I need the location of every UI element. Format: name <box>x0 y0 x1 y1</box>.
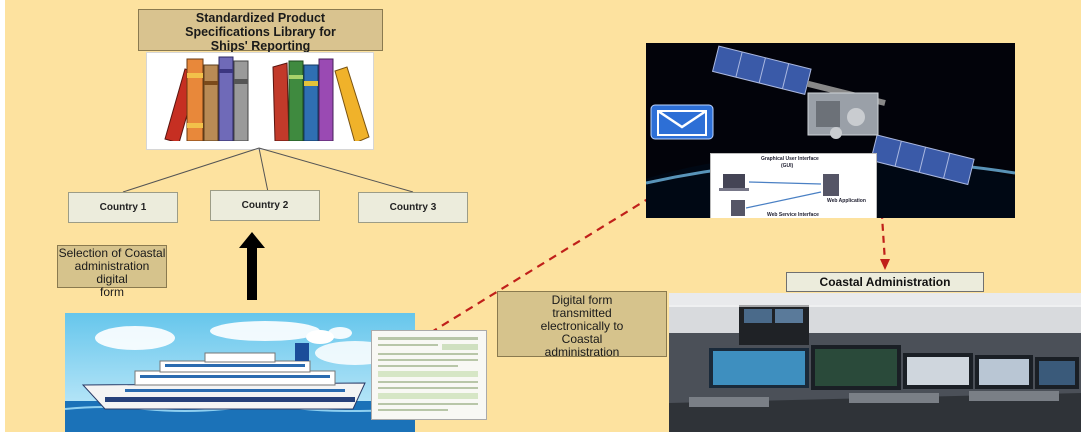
diagram-canvas: Standardized Product Specifications Libr… <box>5 0 1081 432</box>
coastal-administration-label: Coastal Administration <box>786 272 984 292</box>
dashed-arrow-to-satellite <box>429 121 774 334</box>
transmit-line2: transmitted <box>552 306 612 320</box>
library-title-line2: Specifications Library for <box>185 25 336 39</box>
selection-callout: Selection of Coastal administration digi… <box>57 245 167 299</box>
satellite-icon <box>646 43 1015 218</box>
selection-line2: administration digital <box>74 259 150 286</box>
books-icon <box>147 56 373 149</box>
cruise-ship-icon <box>65 313 415 432</box>
gui-interface-panel: Graphical User Interface (GUI) Web Appli… <box>710 153 877 218</box>
form-icon <box>378 337 478 411</box>
connector-country1 <box>122 147 260 193</box>
network-diagram-icon <box>719 174 839 216</box>
transmit-line3: electronically to <box>540 319 624 333</box>
control-room-icon <box>669 293 1081 432</box>
country-box-3: Country 3 <box>358 192 468 223</box>
books-illustration <box>146 52 374 150</box>
transmit-line1: Digital form <box>551 293 613 307</box>
cruise-ship-picture <box>65 313 415 432</box>
gui-web-app-label: Web Application <box>827 198 866 204</box>
country-box-2: Country 2 <box>210 190 320 221</box>
gui-web-service-label: Web Service Interface <box>767 212 819 218</box>
gui-subtitle: (GUI) <box>781 163 794 169</box>
up-arrow-icon <box>239 232 265 300</box>
library-title-box: Standardized Product Specifications Libr… <box>138 9 383 53</box>
gui-title: Graphical User Interface <box>761 156 819 162</box>
digital-form-document <box>371 330 487 420</box>
library-title-line1: Standardized Product <box>195 11 326 25</box>
connector-country2 <box>258 147 269 193</box>
selection-line3: form <box>100 285 124 299</box>
control-room-picture <box>669 293 1081 432</box>
transmit-callout: Digital form transmitted electronically … <box>497 291 667 359</box>
transmit-line5: administration <box>544 345 620 359</box>
satellite-picture: Graphical User Interface (GUI) Web Appli… <box>646 43 1015 218</box>
transmit-line4: Coastal <box>561 332 603 346</box>
connector-country3 <box>258 147 414 193</box>
library-title-line3: Ships' Reporting <box>210 39 311 53</box>
country-box-1: Country 1 <box>68 192 178 223</box>
selection-line1: Selection of Coastal <box>58 246 166 260</box>
arrowhead-coastal <box>880 259 890 270</box>
